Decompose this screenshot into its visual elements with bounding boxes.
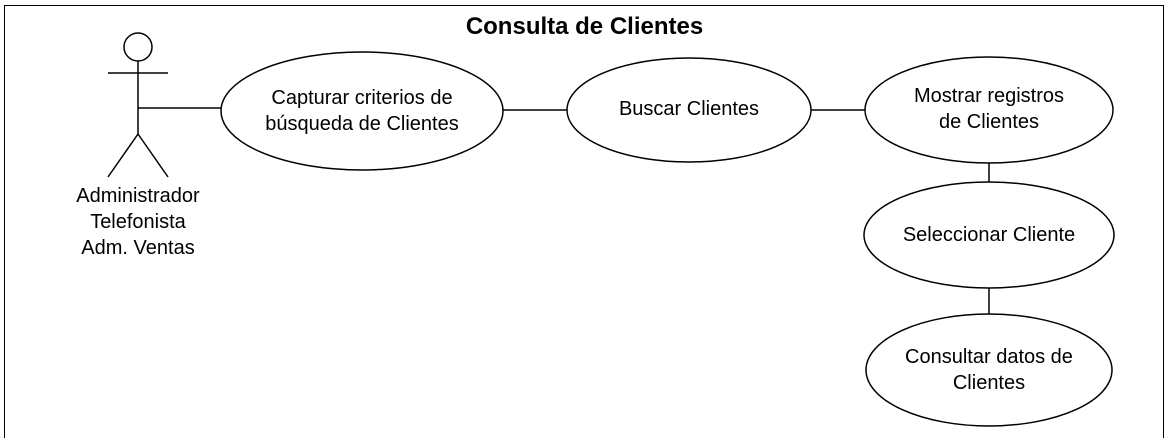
usecase-consultar-line-2: Clientes xyxy=(952,372,1026,394)
usecase-buscar-label: Buscar Clientes xyxy=(567,84,811,134)
usecase-seleccionar-line-1: Seleccionar Cliente xyxy=(902,224,1076,246)
usecase-consultar-ellipse xyxy=(865,313,1113,427)
usecase-seleccionar-ellipse xyxy=(863,181,1115,289)
usecase-mostrar-label: Mostrar registros de Clientes xyxy=(865,70,1113,148)
usecase-consultar-line-1: Consultar datos de xyxy=(905,346,1073,368)
usecase-mostrar-line-2: de Clientes xyxy=(938,111,1040,133)
diagram-frame xyxy=(4,5,1164,438)
usecase-capturar-line-2: búsqueda de Clientes xyxy=(265,113,459,135)
usecase-seleccionar-label: Seleccionar Cliente xyxy=(864,210,1114,260)
actor-label-line-1: Administrador xyxy=(76,185,200,207)
usecase-capturar-line-1: Capturar criterios de xyxy=(271,87,453,109)
actor-label-line-2: Telefonista xyxy=(90,211,186,233)
usecase-buscar-ellipse xyxy=(566,57,812,163)
usecase-buscar-line-1: Buscar Clientes xyxy=(618,98,760,120)
actor-stick-figure-icon xyxy=(107,32,169,178)
diagram-title: Consulta de Clientes xyxy=(465,13,704,40)
usecase-consultar-label: Consultar datos de Clientes xyxy=(866,331,1112,409)
usecase-mostrar-line-1: Mostrar registros xyxy=(913,85,1065,107)
usecase-capturar-ellipse xyxy=(220,51,504,171)
actor-label: Administrador Telefonista Adm. Ventas xyxy=(38,183,238,261)
usecase-mostrar-ellipse xyxy=(864,56,1114,164)
actor-label-line-3: Adm. Ventas xyxy=(81,237,195,259)
usecase-capturar-label: Capturar criterios de búsqueda de Client… xyxy=(222,72,502,150)
